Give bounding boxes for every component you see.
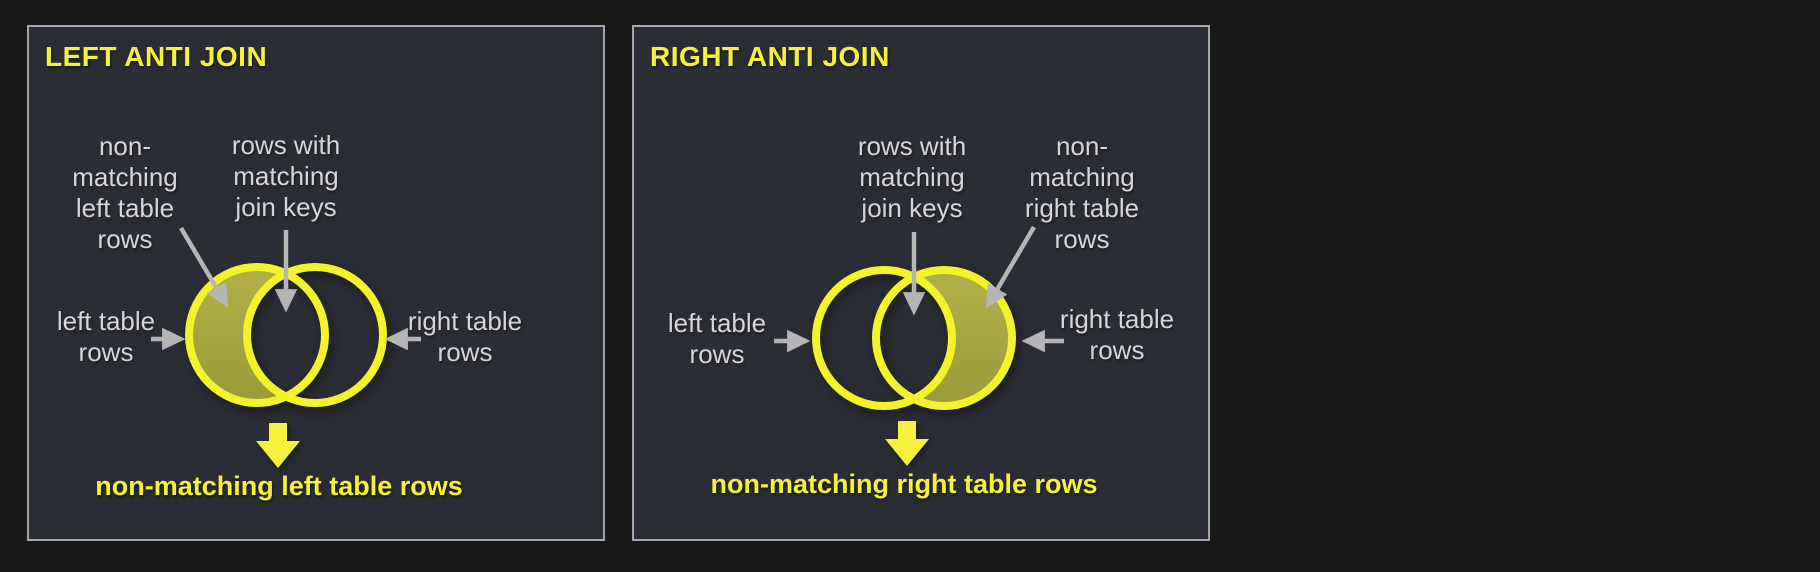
left-table-label: left table rows (56, 306, 156, 367)
left-circle (185, 263, 329, 407)
right-anti-join-panel: RIGHT ANTI JOIN rows with matching join … (632, 25, 1210, 541)
panel-title: RIGHT ANTI JOIN (650, 41, 890, 72)
left-circle (812, 266, 956, 410)
panel-title: LEFT ANTI JOIN (45, 41, 268, 72)
down-arrow-icon (256, 423, 300, 468)
matching-keys-label: rows with matching join keys (231, 130, 341, 222)
right-table-label: right table rows (1059, 304, 1175, 365)
arrow-to-crescent-icon (985, 225, 1036, 309)
left-anti-join-panel: LEFT ANTI JOIN non- matching left table … (27, 25, 605, 541)
arrow-to-crescent-icon (179, 226, 229, 308)
result-label: non-matching right table rows (710, 469, 1098, 499)
right-circle (872, 266, 1016, 410)
matching-keys-label: rows with matching join keys (857, 131, 967, 223)
down-arrow-icon (885, 421, 929, 466)
venn-diagram (774, 225, 1064, 466)
right-circle (243, 263, 387, 407)
non-matching-rows-label: non- matching right table rows (1024, 131, 1140, 254)
non-matching-rows-label: non- matching left table rows (72, 131, 178, 254)
right-table-label: right table rows (407, 306, 523, 367)
venn-diagram (151, 226, 421, 468)
result-label: non-matching left table rows (95, 471, 463, 501)
left-table-label: left table rows (667, 308, 767, 369)
